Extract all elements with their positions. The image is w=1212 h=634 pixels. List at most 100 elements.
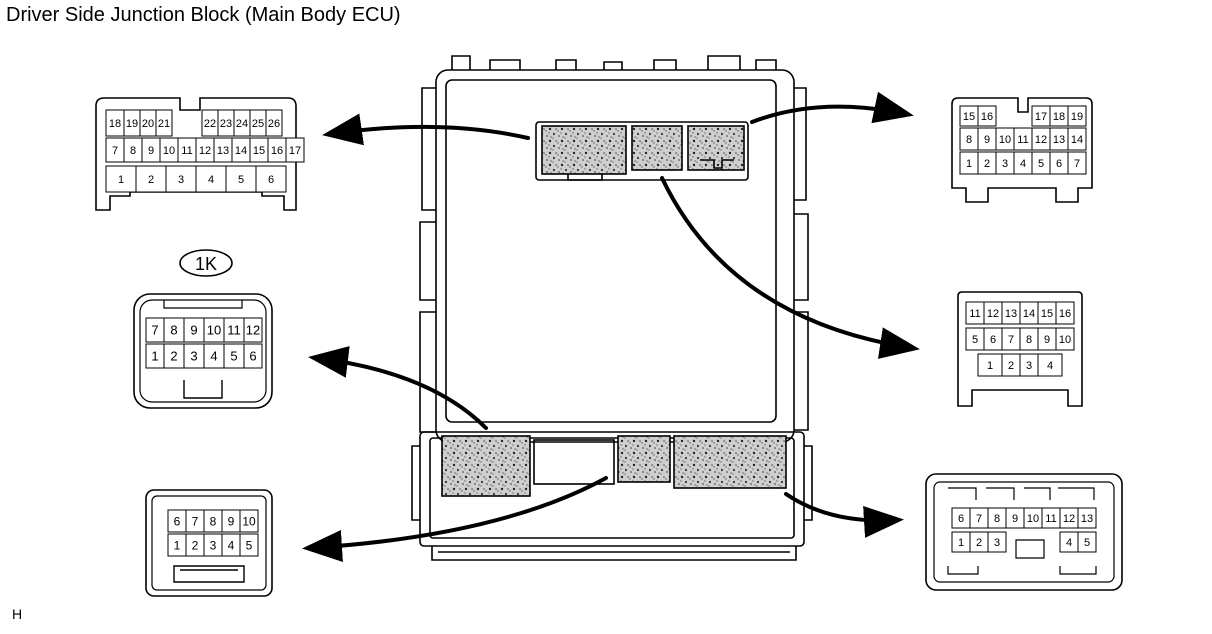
pin-number: 6 xyxy=(958,513,964,525)
pin-number: 22 xyxy=(204,118,216,130)
pin-number: 7 xyxy=(1074,158,1080,170)
pin-number: 2 xyxy=(976,537,982,549)
pin-cell xyxy=(1037,353,1063,377)
pin-number: 4 xyxy=(1047,360,1053,372)
pin-cell xyxy=(155,109,173,137)
pin-number: 2 xyxy=(170,349,177,364)
pin-number: 10 xyxy=(1059,334,1071,346)
pin-number: 2 xyxy=(148,174,154,186)
pin-number: 10 xyxy=(207,323,221,338)
pin-number: 11 xyxy=(227,323,241,338)
arrow-bottom-right xyxy=(784,492,904,538)
pin-cell xyxy=(239,509,259,533)
pin-number: 18 xyxy=(1053,111,1065,123)
pin-number: 13 xyxy=(1053,134,1065,146)
pin-number: 4 xyxy=(1020,158,1026,170)
pin-number: 14 xyxy=(235,145,247,157)
pin-number: 16 xyxy=(981,111,993,123)
pin-cell xyxy=(105,165,137,193)
pin-number: 12 xyxy=(246,323,260,338)
pin-number: 25 xyxy=(252,118,264,130)
pin-number: 12 xyxy=(199,145,211,157)
diagram-title: Driver Side Junction Block (Main Body EC… xyxy=(6,4,401,26)
pin-cell xyxy=(1055,301,1075,325)
block-bottom-connectors xyxy=(441,435,787,497)
pin-number: 1 xyxy=(987,360,993,372)
pin-number: 17 xyxy=(1035,111,1047,123)
pin-number: 15 xyxy=(963,111,975,123)
pin-number: 4 xyxy=(210,349,217,364)
pin-cell xyxy=(239,533,259,557)
pin-number: 10 xyxy=(999,134,1011,146)
pin-number: 3 xyxy=(210,538,217,552)
pin-number: 4 xyxy=(228,538,235,552)
pin-number: 13 xyxy=(217,145,229,157)
pin-number: 15 xyxy=(253,145,265,157)
pin-number: 11 xyxy=(1017,134,1028,146)
pin-number: 7 xyxy=(112,145,118,157)
pin-number: 6 xyxy=(174,514,181,528)
arrow-top-left xyxy=(322,113,530,146)
pin-number: 1 xyxy=(958,537,964,549)
block-top-connectors xyxy=(535,121,749,181)
pin-number: 1 xyxy=(966,158,972,170)
pin-cell xyxy=(1077,531,1097,553)
pin-number: 10 xyxy=(163,145,175,157)
pin-number: 9 xyxy=(984,134,990,146)
pin-number: 1 xyxy=(151,349,158,364)
pin-cell xyxy=(1055,327,1075,351)
pin-number: 9 xyxy=(1044,334,1050,346)
pin-number: 5 xyxy=(1038,158,1044,170)
pin-cell xyxy=(135,165,167,193)
pin-number: 11 xyxy=(1045,513,1056,525)
pin-number: 8 xyxy=(1026,334,1032,346)
pin-cell xyxy=(1067,151,1087,175)
pin-number: 10 xyxy=(1027,513,1039,525)
pin-number: 24 xyxy=(236,118,248,130)
pin-number: 3 xyxy=(1026,360,1032,372)
pin-cell xyxy=(265,109,283,137)
pin-number: 11 xyxy=(969,308,980,320)
arrow-mid-left xyxy=(308,346,488,430)
pin-number: 3 xyxy=(994,537,1000,549)
junction-block-body xyxy=(411,55,813,561)
pin-number: 9 xyxy=(148,145,154,157)
pin-number: 19 xyxy=(126,118,138,130)
pin-number: 1 xyxy=(118,174,124,186)
pin-number: 4 xyxy=(208,174,214,186)
pin-number: 7 xyxy=(976,513,982,525)
pin-number: 11 xyxy=(181,145,192,157)
pin-number: 2 xyxy=(192,538,199,552)
pin-number: 2 xyxy=(1008,360,1014,372)
pin-number: 18 xyxy=(109,118,121,130)
pin-number: 8 xyxy=(966,134,972,146)
pin-number: 13 xyxy=(1081,513,1093,525)
pin-number: 4 xyxy=(1066,537,1072,549)
pin-number: 19 xyxy=(1071,111,1083,123)
pin-cell xyxy=(987,531,1007,553)
pin-cell xyxy=(1067,105,1087,127)
pin-number: 12 xyxy=(1035,134,1047,146)
pin-number: 14 xyxy=(1071,134,1083,146)
pin-number: 5 xyxy=(238,174,244,186)
pin-number: 20 xyxy=(142,118,154,130)
pin-number: 23 xyxy=(220,118,232,130)
pin-number: 2 xyxy=(984,158,990,170)
pin-number: 16 xyxy=(1059,308,1071,320)
arrow-top-right xyxy=(750,91,914,124)
pin-number: 7 xyxy=(192,514,199,528)
figure-id-mark: H xyxy=(12,606,23,622)
pin-number: 9 xyxy=(190,323,197,338)
pin-number: 26 xyxy=(268,118,280,130)
pin-number: 3 xyxy=(178,174,184,186)
pin-number: 5 xyxy=(972,334,978,346)
